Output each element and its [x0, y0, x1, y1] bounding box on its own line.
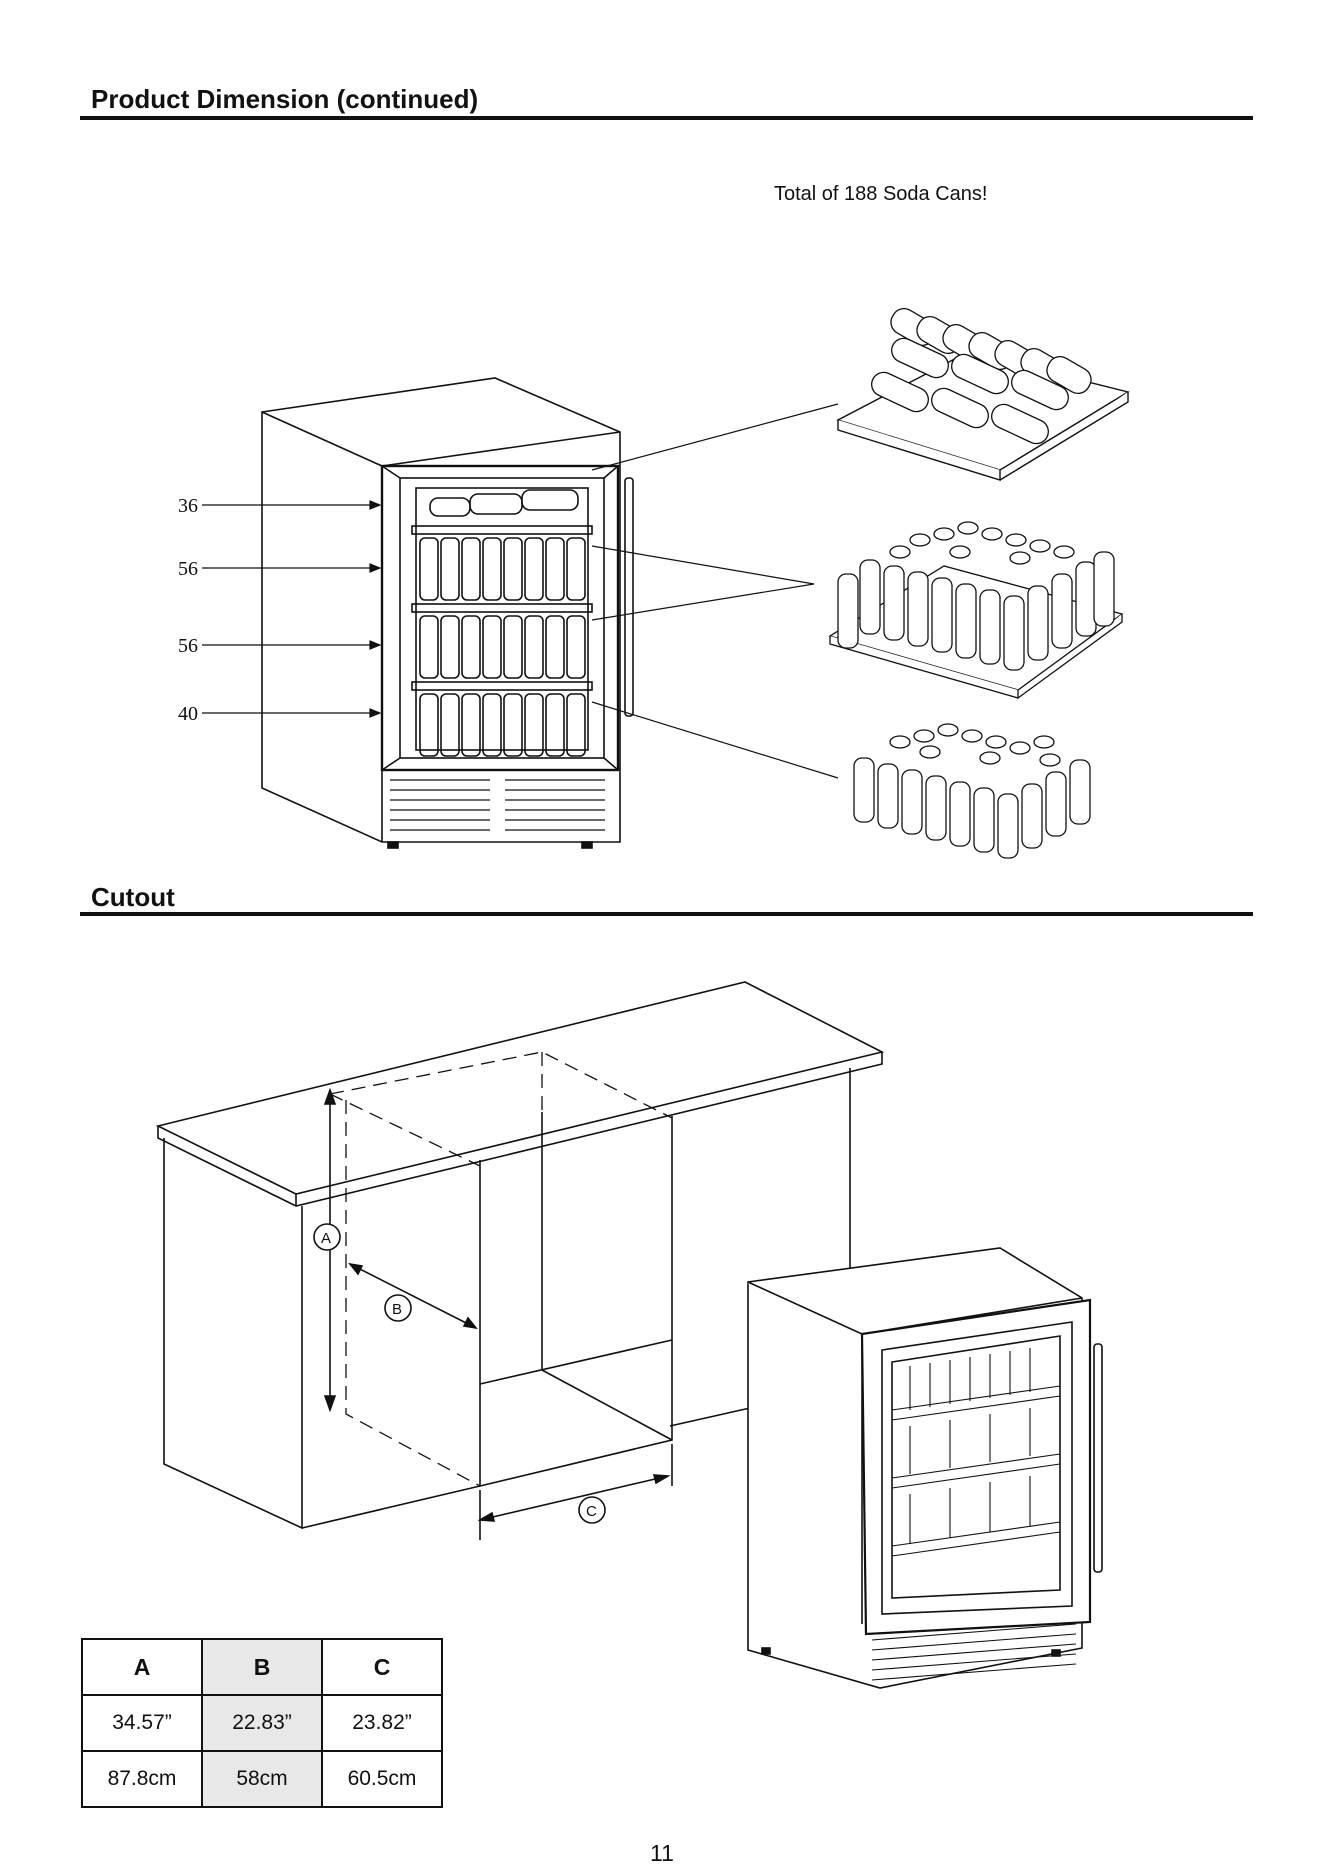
bottom-shelf-standing-cans: [854, 724, 1090, 858]
shelf-count-2: 56: [178, 558, 198, 580]
dimension-label-a: A: [321, 1230, 331, 1247]
table-cell: 60.5cm: [322, 1751, 442, 1807]
table-cell: 23.82”: [322, 1695, 442, 1751]
shelf-count-3: 56: [178, 635, 198, 657]
page-number: 11: [0, 1840, 1324, 1867]
shelf-count-4: 40: [178, 703, 198, 725]
column-header-b: B: [202, 1639, 322, 1695]
top-shelf-lying-cans: [838, 304, 1128, 480]
table-header-row: A B C: [82, 1639, 442, 1695]
table-row: 34.57” 22.83” 23.82”: [82, 1695, 442, 1751]
table-cell: 22.83”: [202, 1695, 322, 1751]
fridge-capacity-illustration: 36 56 56 40: [0, 0, 1324, 890]
table-row: 87.8cm 58cm 60.5cm: [82, 1751, 442, 1807]
section-title-cutout: Cutout: [91, 882, 175, 913]
column-header-a: A: [82, 1639, 202, 1695]
table-cell: 58cm: [202, 1751, 322, 1807]
table-cell: 87.8cm: [82, 1751, 202, 1807]
fridge-beside-cutout: [748, 1248, 1102, 1688]
column-header-c: C: [322, 1639, 442, 1695]
table-cell: 34.57”: [82, 1695, 202, 1751]
cutout-dimension-table: A B C 34.57” 22.83” 23.82” 87.8cm 58cm 6…: [81, 1638, 443, 1808]
dimension-label-c: C: [586, 1503, 597, 1520]
shelf-count-1: 36: [178, 495, 198, 517]
dimension-label-b: B: [392, 1301, 402, 1318]
cutout-heading-rule: [80, 912, 1253, 916]
middle-shelf-standing-cans: [830, 522, 1122, 698]
